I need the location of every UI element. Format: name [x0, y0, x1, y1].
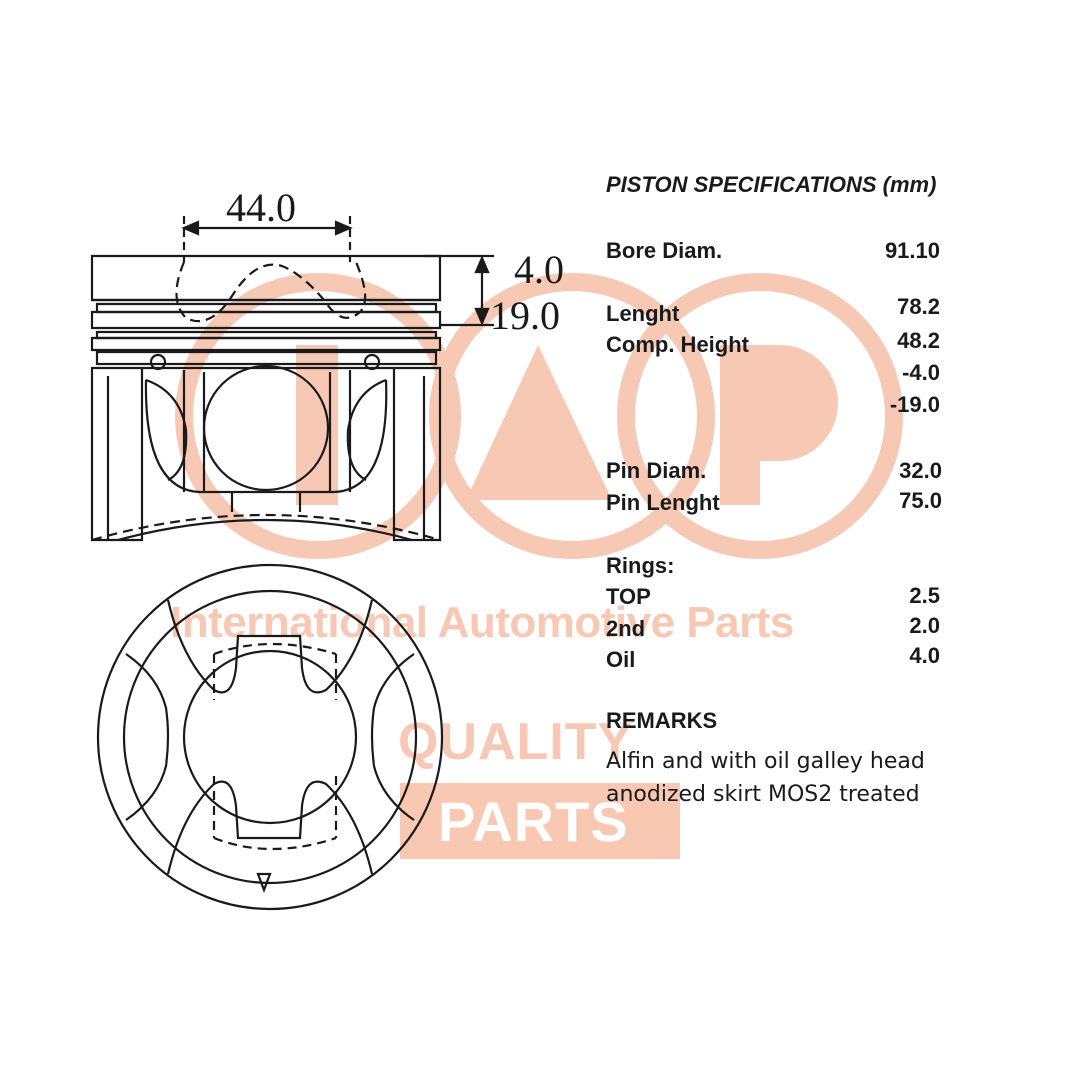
watermark-quality-text: QUALITY	[398, 713, 634, 771]
ring-top-label: TOP	[606, 584, 651, 609]
ring-2nd-label: 2nd	[606, 616, 646, 641]
pin-diam-label: Pin Diam.	[606, 458, 707, 483]
direction-arrow-icon	[256, 872, 272, 894]
ring-oil-value: 4.0	[909, 643, 940, 668]
watermark-parts-box	[400, 783, 680, 859]
bowl-dashed	[175, 261, 367, 323]
dim-ring-offset-1: 4.0	[514, 247, 564, 292]
bore-value: 91.10	[884, 238, 940, 263]
top-view-bowl	[182, 649, 358, 825]
remarks-text: Alfin and with oil galley head anodized …	[606, 749, 925, 807]
comp-offset-2: -19.0	[889, 392, 940, 417]
ring-top-value: 2.5	[909, 583, 940, 608]
pin-bore	[202, 364, 330, 492]
ring-2nd-value: 2.0	[909, 613, 940, 638]
length-value: 78.2	[897, 294, 940, 319]
pin-length-value: 75.0	[899, 488, 942, 513]
comp-height-value: 48.2	[897, 328, 940, 353]
piston-skirt	[90, 366, 144, 542]
comp-height-label: Comp. Height	[606, 332, 749, 357]
watermark-parts-text: PARTS	[438, 790, 629, 853]
ring-oil-label: Oil	[606, 647, 636, 672]
dim-top-width: 44.0	[226, 185, 296, 230]
remarks-title: REMARKS	[606, 708, 718, 733]
rings-label: Rings:	[606, 553, 675, 578]
watermark-brand-text: International Automotive Parts	[170, 598, 794, 647]
pin-diam-value: 32.0	[899, 458, 942, 483]
piston-top-view	[96, 563, 444, 911]
dim-ring-offset-2: 19.0	[490, 293, 560, 338]
piston-crown	[90, 254, 442, 302]
comp-offset-1: -4.0	[902, 360, 940, 385]
pin-length-label: Pin Lenght	[606, 490, 720, 515]
length-label: Lenght	[606, 301, 680, 326]
bore-label: Bore Diam.	[606, 238, 723, 263]
spec-title: PISTON SPECIFICATIONS (mm)	[606, 172, 937, 197]
